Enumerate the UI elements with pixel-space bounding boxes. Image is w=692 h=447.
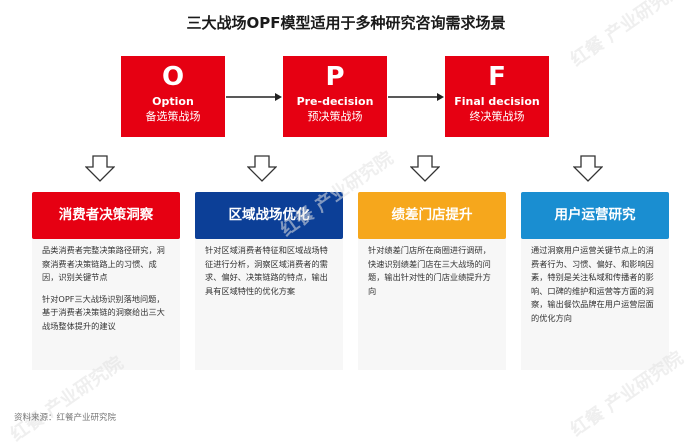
phase-box-pre-decision: P Pre-decision 预决策战场 [283, 56, 387, 137]
card-body-user-operations: 通过洞察用户运营关键节点上的消费者行为、习惯、偏好、和影响因素，特别是关注私域和… [521, 233, 669, 370]
card-body-consumer-decision: 品类消费者完整决策路径研究，洞察消费者决策链路上的习惯、成因，识别关键节点 针对… [32, 233, 180, 370]
card-text: 针对绩差门店所在商圈进行调研，快速识别绩差门店在三大战场的问题，输出针对性的门店… [368, 245, 491, 296]
card-text: 针对区域消费者特征和区域战场特征进行分析，洞察区域消费者的需求、偏好、决策链路的… [205, 245, 328, 296]
card-text: 针对OPF三大战场识别落地问题，基于消费者决策链的洞察给出三大战场整体提升的建议 [42, 293, 165, 331]
card-header-consumer-decision: 消费者决策洞察 [32, 192, 180, 239]
card-header-user-operations: 用户运营研究 [521, 192, 669, 239]
card-body-underperforming-stores: 针对绩差门店所在商圈进行调研，快速识别绩差门店在三大战场的问题，输出针对性的门店… [358, 233, 506, 370]
flow-arrow-icon [388, 93, 444, 101]
phase-chinese: 预决策战场 [307, 110, 363, 123]
down-arrow-icon [573, 155, 603, 182]
phase-letter: O [161, 62, 185, 92]
phase-letter: P [325, 62, 345, 92]
card-text: 品类消费者完整决策路径研究，洞察消费者决策链路上的习惯、成因，识别关键节点 [42, 245, 165, 282]
phase-english: Final decision [454, 95, 540, 108]
phase-box-option: O Option 备选策战场 [121, 56, 225, 137]
source-note: 资料来源：红餐产业研究院 [14, 413, 117, 423]
watermark: 红餐 产业研究院 [566, 0, 688, 71]
card-body-regional-battlefield: 针对区域消费者特征和区域战场特征进行分析，洞察区域消费者的需求、偏好、决策链路的… [195, 233, 343, 370]
phase-english: Pre-decision [296, 95, 374, 108]
card-header-regional-battlefield: 区域战场优化 [195, 192, 343, 239]
down-arrow-icon [85, 155, 115, 182]
phase-chinese: 备选策战场 [145, 110, 201, 123]
phase-english: Option [152, 95, 194, 108]
phase-box-final-decision: F Final decision 终决策战场 [445, 56, 549, 137]
phase-chinese: 终决策战场 [469, 110, 525, 123]
down-arrow-icon [247, 155, 277, 182]
flow-arrow-icon [226, 93, 282, 101]
card-text: 通过洞察用户运营关键节点上的消费者行为、习惯、偏好、和影响因素，特别是关注私域和… [531, 245, 654, 323]
down-arrow-icon [410, 155, 440, 182]
card-header-underperforming-stores: 绩差门店提升 [358, 192, 506, 239]
phase-letter: F [488, 62, 506, 92]
diagram-title: 三大战场OPF模型适用于多种研究咨询需求场景 [186, 14, 506, 32]
